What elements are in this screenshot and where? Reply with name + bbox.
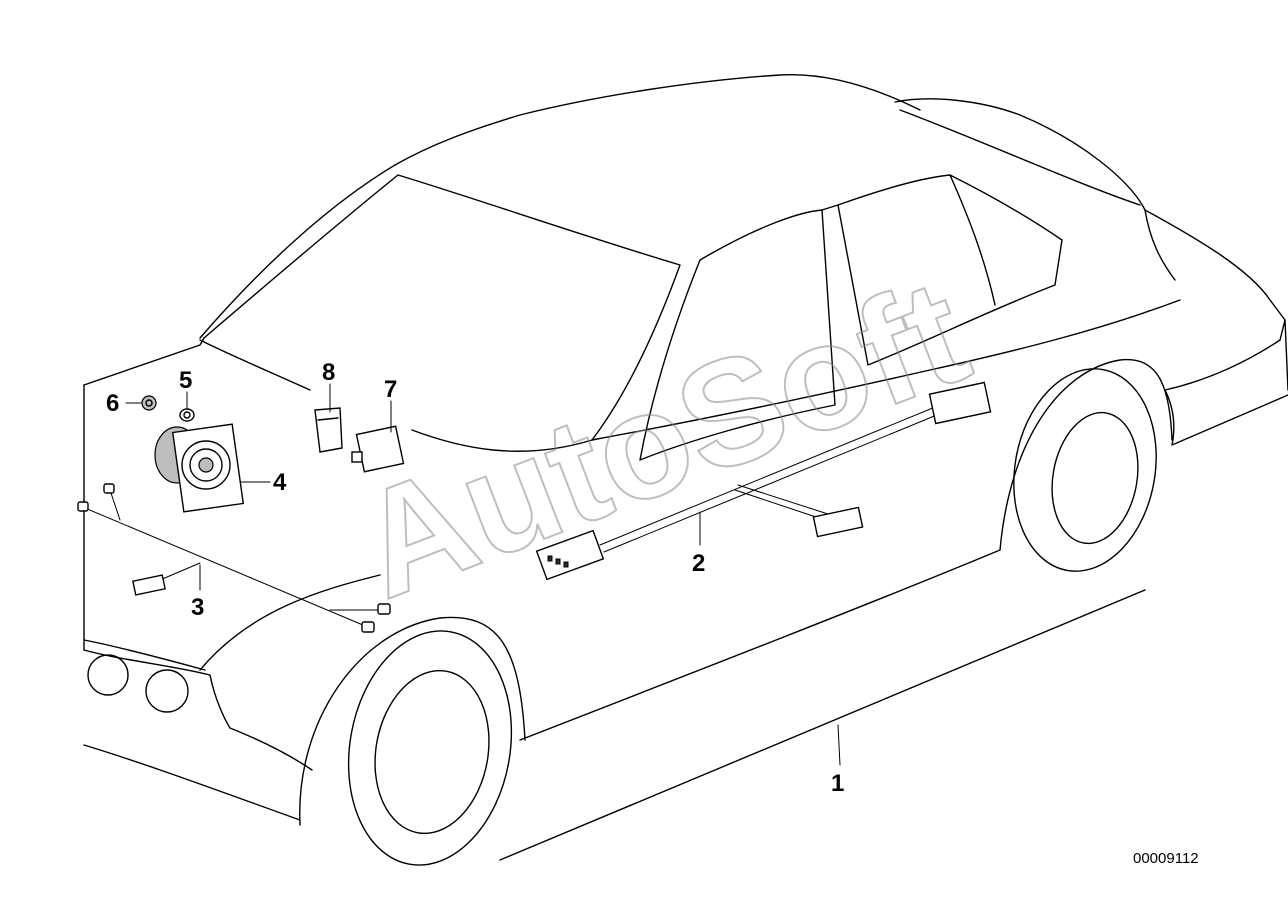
callout-6: 6 [106,390,119,417]
watermark: AutoSoft [336,246,987,630]
part-7-control-module [351,425,405,473]
part-4-loudspeaker [154,423,245,513]
part-6-nut [141,395,157,411]
callout-3: 3 [191,594,204,621]
part-3-front-loom [77,483,391,633]
part-8-bracket [314,407,343,453]
part-2-wiring-harness [535,381,992,581]
callouts: 1 2 3 4 5 6 7 8 [106,359,844,797]
callout-4: 4 [273,469,287,496]
callout-5: 5 [179,367,192,394]
callout-2: 2 [692,550,705,577]
document-number: 00009112 [1133,850,1199,867]
callout-1: 1 [831,770,844,797]
part-5-grommet [179,408,195,422]
leader-lines [125,383,841,766]
car-body [83,73,1288,866]
callout-8: 8 [322,359,335,386]
callout-7: 7 [384,376,397,403]
